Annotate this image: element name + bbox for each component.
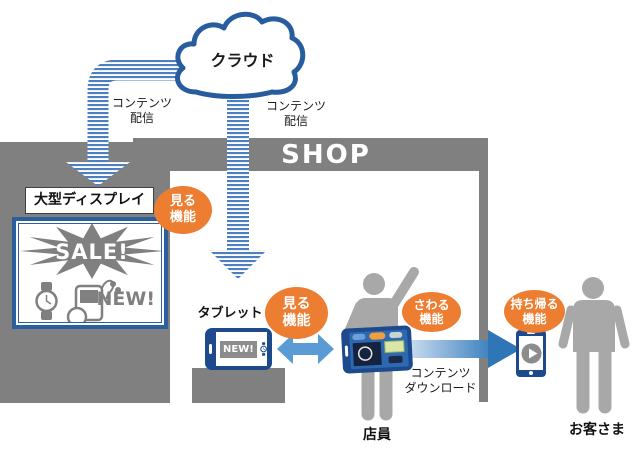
delivery-arrow-left-icon xyxy=(66,59,182,186)
feature-view-display: 見る 機能 xyxy=(154,186,212,234)
phone-speaker xyxy=(527,332,535,334)
tablet-screen: NEW! xyxy=(216,332,267,366)
music-player-icon xyxy=(66,279,121,322)
display-graphics xyxy=(20,224,161,322)
clerk-tablet-button xyxy=(344,345,349,357)
tablet-label: タブレット xyxy=(197,306,263,321)
large-display-label: 大型ディスプレイ xyxy=(25,187,154,214)
shop-right-wall xyxy=(479,171,488,402)
delivery-right-label: コンテンツ 配信 xyxy=(265,99,326,128)
cloud-icon xyxy=(175,11,306,99)
clerk-label: 店員 xyxy=(363,427,391,443)
tablet-button xyxy=(209,344,212,354)
tablet-watch-icon xyxy=(260,342,267,356)
shop-banner xyxy=(133,138,488,171)
interaction-double-arrow-icon xyxy=(277,334,334,364)
tablet-device: NEW! xyxy=(205,328,272,370)
cloud-label: クラウド xyxy=(210,51,275,70)
tablet-new-text: NEW! xyxy=(220,340,257,358)
watch-icon xyxy=(35,282,58,320)
clerk-tablet-device xyxy=(340,325,414,374)
delivery-left-label: コンテンツ 配信 xyxy=(111,96,172,125)
clerk-tablet-screen xyxy=(349,329,409,370)
tablet-pedestal xyxy=(192,368,285,403)
display-new-text: NEW! xyxy=(96,288,155,310)
feature-touch: さわる 機能 xyxy=(402,292,461,332)
feature-take-home: 持ち帰る 機能 xyxy=(504,290,565,333)
customer-figure xyxy=(558,277,630,414)
phone-screen xyxy=(519,336,543,370)
smartphone-device xyxy=(516,330,546,377)
feature-view-tablet: 見る 機能 xyxy=(265,287,328,339)
shop-title: SHOP xyxy=(281,140,371,170)
customer-label: お客さま xyxy=(569,422,625,438)
delivery-arrow-center-icon xyxy=(209,90,267,279)
large-display-screen: SALE! NEW! xyxy=(18,223,162,323)
sale-text: SALE! xyxy=(55,240,129,264)
phone-home-button xyxy=(529,371,533,375)
sale-starburst-icon xyxy=(20,224,161,279)
play-icon xyxy=(521,343,541,363)
large-display: SALE! NEW! xyxy=(12,217,168,329)
download-label: コンテンツ ダウンロード xyxy=(404,366,477,395)
download-arrow-icon xyxy=(406,330,521,368)
